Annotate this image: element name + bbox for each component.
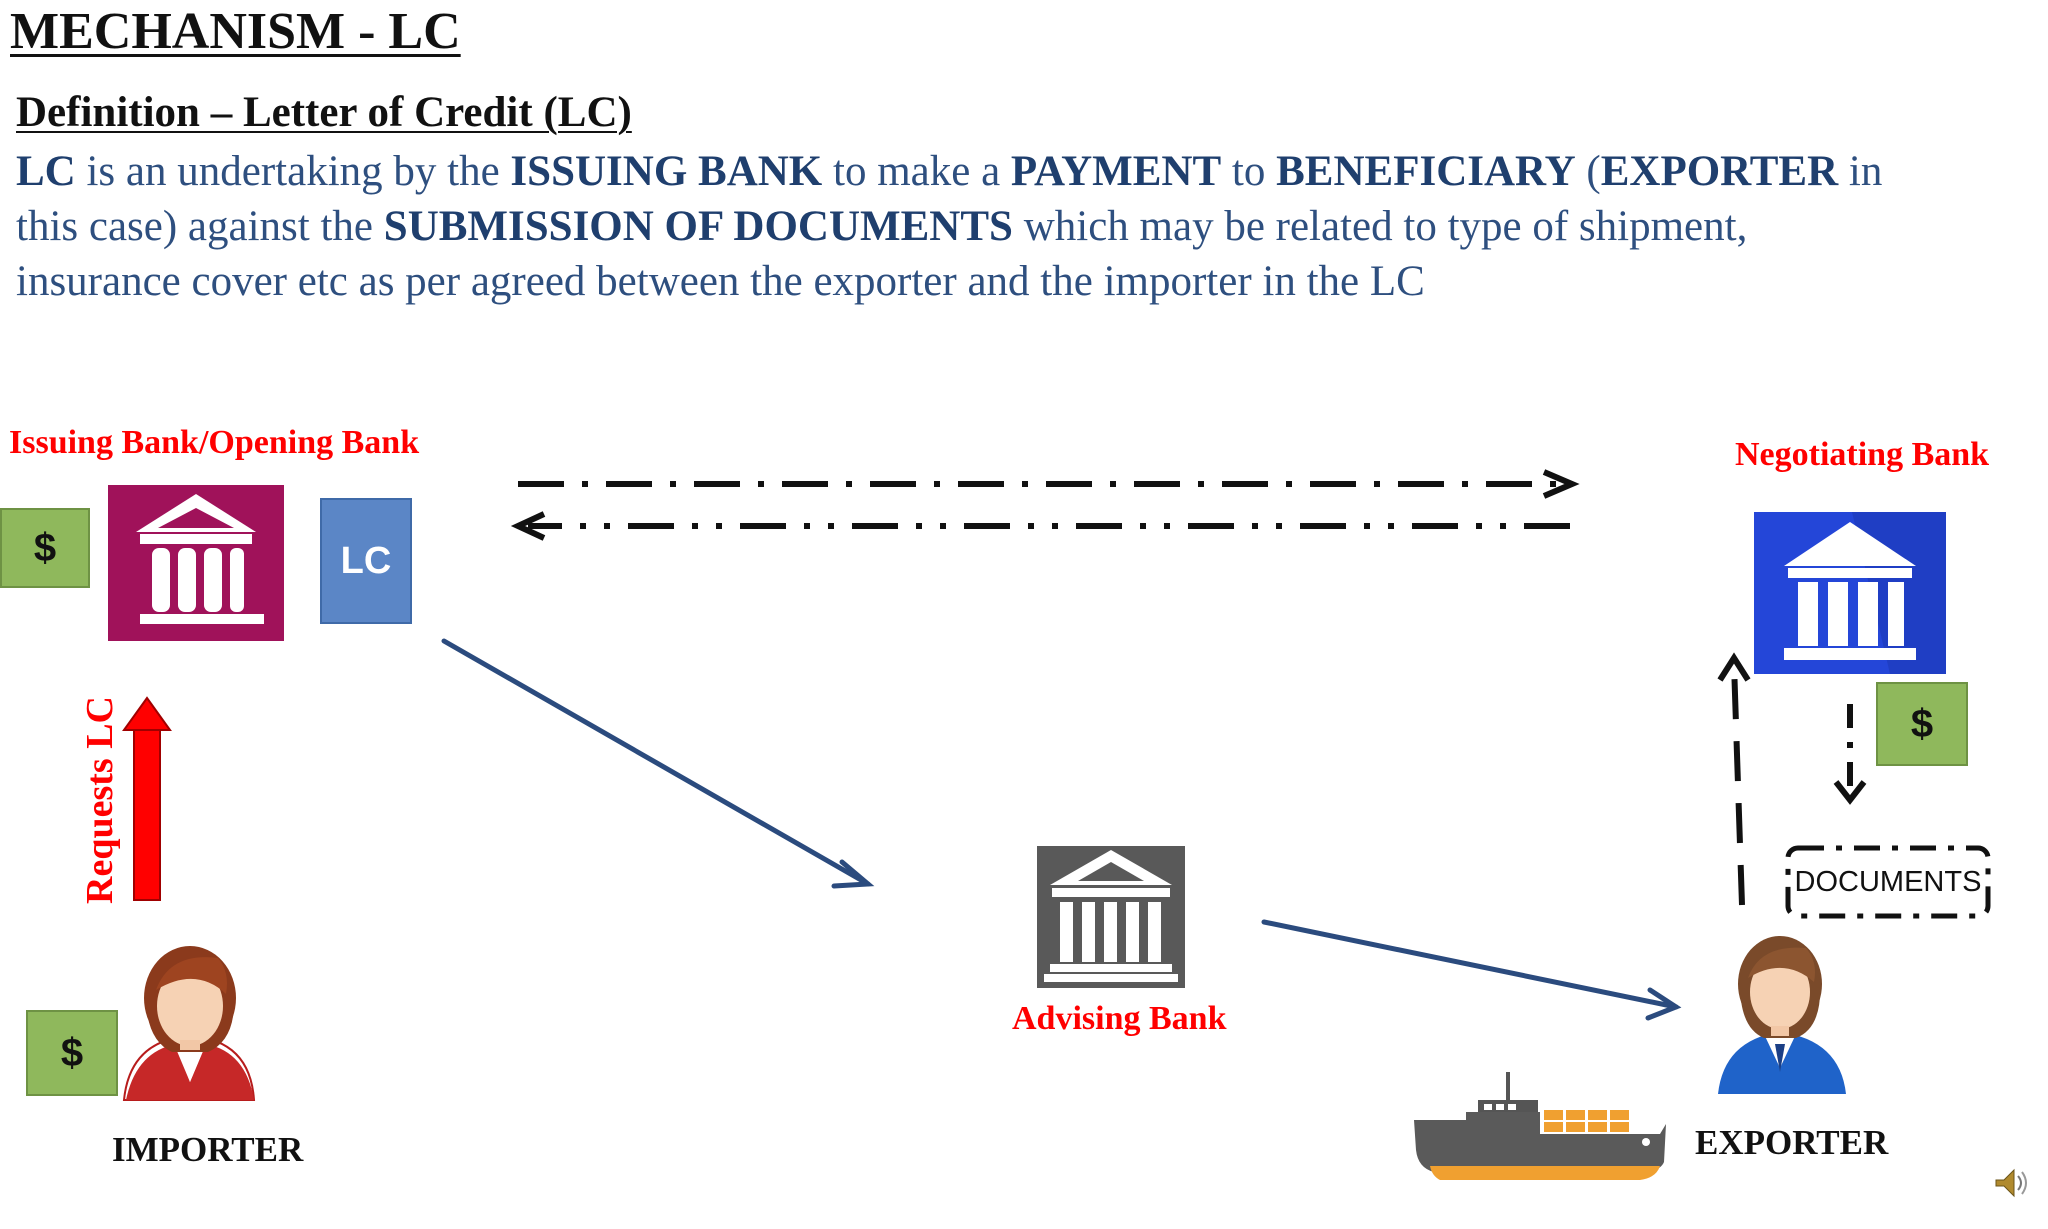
negotiating-money-box: $ [1876,682,1968,766]
correspondence-arrows [510,469,1580,541]
importer-label: IMPORTER [112,1130,304,1169]
arrow-advising-to-exporter [1261,919,1682,1021]
lc-document-box: LC [320,498,412,624]
speaker-icon [1995,1168,2027,1198]
definition-text: ( [1575,148,1601,195]
exporter-to-negotiating-arrow [1717,652,1751,906]
documents-label: DOCUMENTS [1794,865,1982,898]
requests-lc-arrow [122,696,172,901]
importer-money-box: $ [26,1010,118,1096]
definition-emphasis: ISSUING BANK [510,148,823,195]
definition-emphasis: LC [16,148,76,195]
definition-text: is an undertaking by the [75,148,511,195]
negotiating-to-documents-arrow [1833,704,1867,805]
definition-text: to make a [822,148,1011,195]
arrow-issuing-to-advising [441,638,875,889]
definition-text: which may be related to type of shipment… [16,203,1748,305]
issuing-bank-label: Issuing Bank/Opening Bank [9,424,420,461]
documents-box [1785,845,1991,919]
definition-emphasis: EXPORTER [1600,148,1839,195]
advising-bank-label: Advising Bank [1012,1000,1227,1037]
ship-icon [1414,1072,1666,1180]
definition-emphasis: PAYMENT [1010,148,1222,195]
negotiating-bank-label: Negotiating Bank [1735,436,1990,473]
definition-text: to [1221,148,1277,195]
issuing-money-box: $ [0,508,90,588]
exporter-person-icon [1718,936,1846,1094]
importer-person-icon [122,946,256,1101]
definition-text: in this case) against the [16,148,1883,250]
negotiating-bank-icon [1754,512,1946,674]
definition-heading: Definition – Letter of Credit (LC) [16,89,632,136]
issuing-bank-icon [108,485,284,641]
definition-emphasis: BENEFICIARY [1276,148,1576,195]
advising-bank-icon [1037,846,1185,988]
exporter-label: EXPORTER [1695,1123,1889,1162]
definition-emphasis: SUBMISSION OF DOCUMENTS [383,203,1013,250]
page-title: MECHANISM - LC [10,3,461,60]
definition-body: LC is an undertaking by the ISSUING BANK… [16,144,1896,309]
